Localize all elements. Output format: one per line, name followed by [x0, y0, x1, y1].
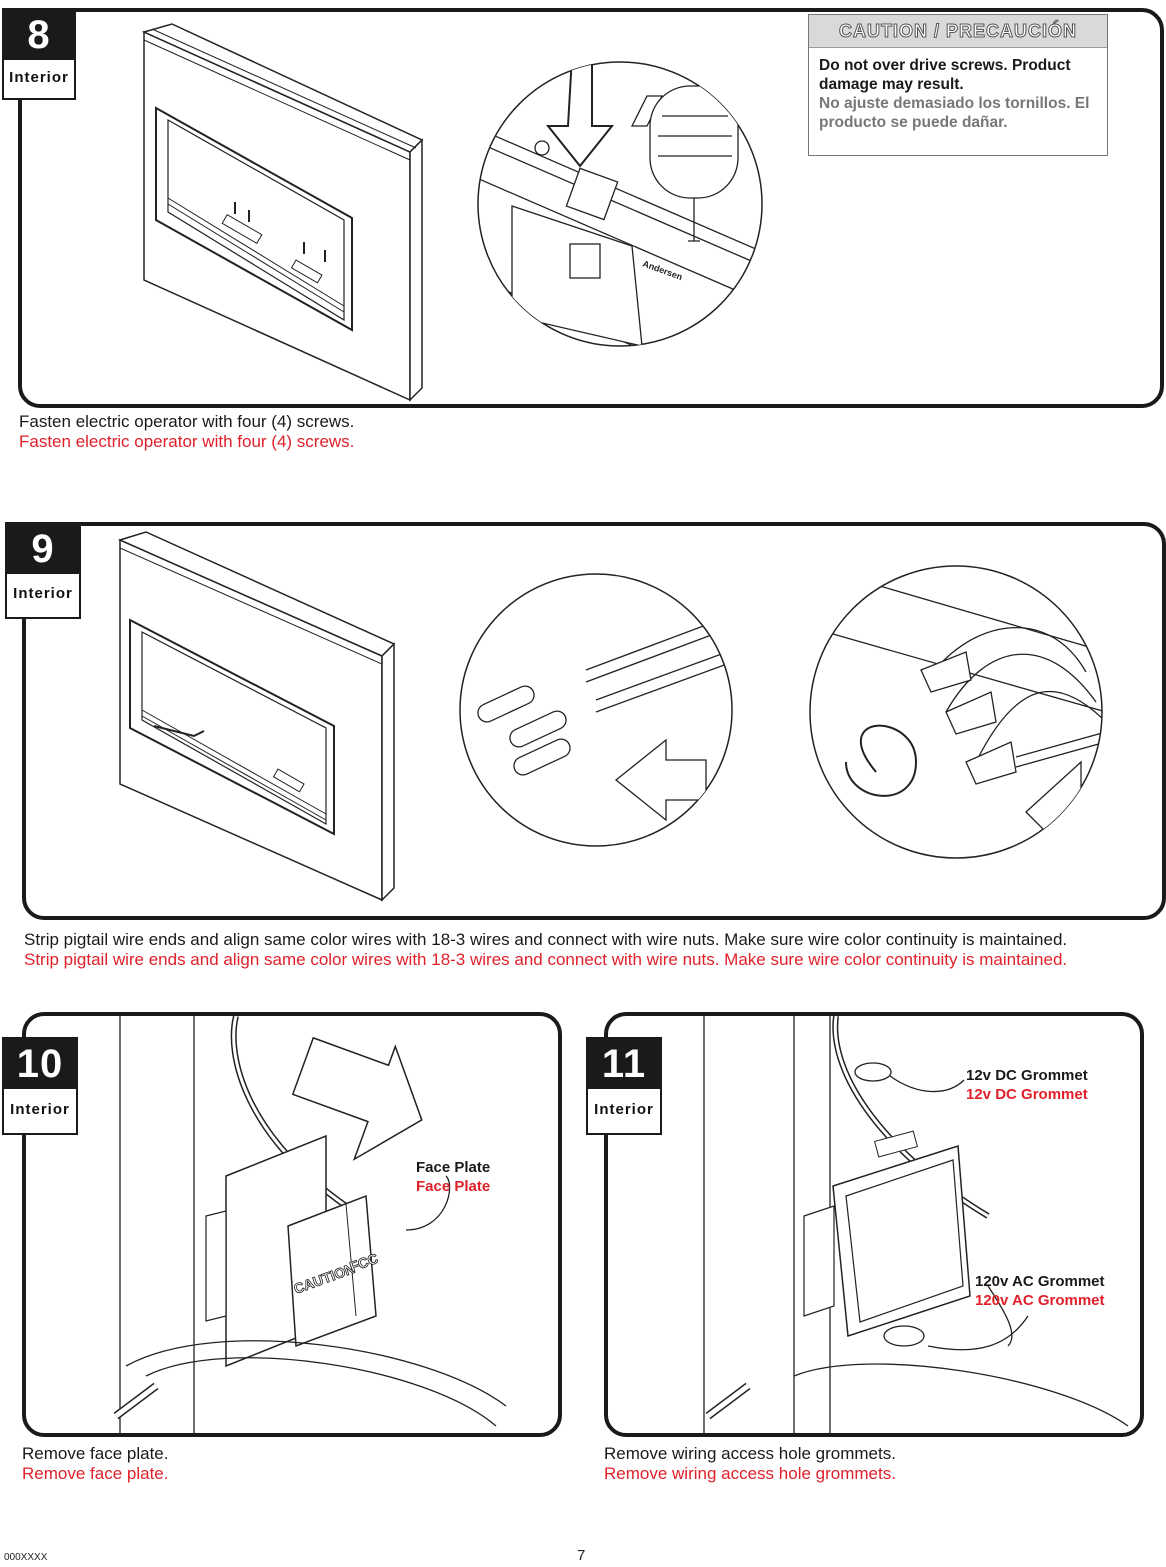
step-10-panel: CAUTION FCC Face Plate Face Plate	[22, 1012, 562, 1437]
document-code: 000XXXX	[4, 1552, 48, 1563]
step-9-strip-detail-circle	[459, 573, 733, 847]
step-8-number: 8	[4, 10, 74, 60]
step-11-caption: Remove wiring access hole grommets. Remo…	[604, 1444, 896, 1484]
step-10-illustration: CAUTION FCC	[113, 1016, 507, 1433]
step-9-label: Interior	[13, 585, 73, 602]
step-11-caption-en: Remove wiring access hole grommets.	[604, 1444, 896, 1463]
face-plate-callout: Face Plate Face Plate	[416, 1158, 490, 1196]
step-10-label: Interior	[10, 1101, 70, 1118]
step-11-illustration	[703, 1016, 1129, 1433]
step-9-window-illustration	[117, 531, 396, 902]
face-plate-label-en: Face Plate	[416, 1159, 491, 1176]
step-11-label: Interior	[594, 1101, 654, 1118]
ac-grommet-label-es: 120v AC Grommet	[975, 1292, 1105, 1309]
step-10-caption-en: Remove face plate.	[22, 1444, 169, 1463]
step-9-caption: Strip pigtail wire ends and align same c…	[24, 930, 1067, 970]
step-10-number: 10	[4, 1039, 76, 1089]
step-9-panel	[22, 522, 1166, 920]
step-8-caption-en: Fasten electric operator with four (4) s…	[19, 412, 355, 431]
step-8-caption-es: Fasten electric operator with four (4) s…	[19, 432, 355, 451]
step-8-tab: 8 Interior	[2, 8, 76, 100]
step-8-label: Interior	[9, 69, 69, 86]
ac-grommet-callout: 120v AC Grommet 120v AC Grommet	[975, 1272, 1105, 1310]
face-plate-label-es: Face Plate	[416, 1178, 491, 1195]
step-10-tab: 10 Interior	[2, 1037, 78, 1135]
step-9-connect-detail-circle	[809, 565, 1103, 859]
dc-grommet-callout: 12v DC Grommet 12v DC Grommet	[966, 1066, 1088, 1104]
step-9-caption-es: Strip pigtail wire ends and align same c…	[24, 950, 1068, 969]
step-9-tab: 9 Interior	[5, 522, 81, 619]
step-8-window-illustration	[141, 23, 424, 402]
step-11-caption-es: Remove wiring access hole grommets.	[604, 1464, 896, 1483]
caution-text-en: Do not over drive screws. Product damage…	[819, 57, 1071, 93]
step-11-tab: 11 Interior	[586, 1037, 662, 1135]
ac-grommet-label-en: 120v AC Grommet	[975, 1273, 1105, 1290]
step-8-detail-circle: Andersen	[477, 61, 763, 347]
caution-title: CAUTION / PRECAUCIÓN	[809, 15, 1107, 48]
step-8-panel: Andersen CAUTION / PRECAUCIÓN Do not ove…	[18, 8, 1164, 408]
step-9-number: 9	[7, 524, 79, 574]
step-8-caption: Fasten electric operator with four (4) s…	[19, 412, 354, 452]
page-number: 7	[577, 1547, 586, 1564]
step-10-caption-es: Remove face plate.	[22, 1464, 169, 1483]
caution-text-es: No ajuste demasiado los tornillos. El pr…	[819, 95, 1090, 131]
dc-grommet-label-en: 12v DC Grommet	[966, 1067, 1088, 1084]
step-11-number: 11	[588, 1039, 660, 1089]
step-10-caption: Remove face plate. Remove face plate.	[22, 1444, 168, 1484]
step-11-panel: 12v DC Grommet 12v DC Grommet 120v AC Gr…	[604, 1012, 1144, 1437]
step-9-caption-en: Strip pigtail wire ends and align same c…	[24, 930, 1068, 949]
dc-grommet-label-es: 12v DC Grommet	[966, 1086, 1088, 1103]
caution-box: CAUTION / PRECAUCIÓN Do not over drive s…	[808, 14, 1108, 156]
